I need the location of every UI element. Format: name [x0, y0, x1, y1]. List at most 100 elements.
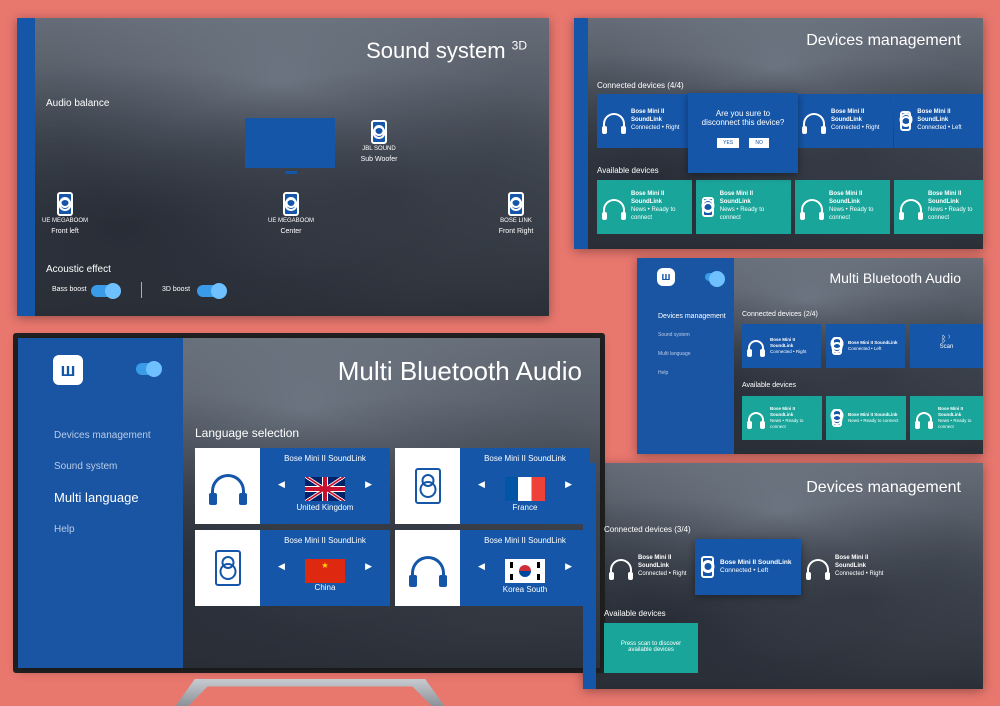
prev-arrow-icon[interactable]: ◀	[478, 479, 485, 489]
device-status: Connected • Left	[917, 124, 962, 131]
speaker-position: Front left	[51, 228, 79, 235]
menu-sound-system[interactable]: Sound system	[658, 332, 690, 338]
scan-button[interactable]: ᛒ⁾ Scan	[910, 324, 983, 368]
disconnect-dialog: Are you sure to disconnect this device? …	[688, 93, 798, 173]
scan-prompt-card: Press scan to discover available devices	[604, 623, 698, 673]
menu-help[interactable]: Help	[54, 524, 75, 535]
headphones-icon	[802, 113, 826, 134]
device-name: Bose Mini II SoundLink	[848, 340, 898, 346]
language-panel: Bose Mini II SoundLink ◀ ★ ▶ China	[260, 530, 390, 606]
menu-help[interactable]: Help	[658, 370, 669, 376]
speaker-center[interactable]: UE MEGABOOM Center	[267, 192, 315, 235]
available-devices-label: Available devices	[742, 382, 796, 389]
speaker-sub-woofer[interactable]: JBL SOUND Sub Woofer	[357, 120, 401, 163]
next-arrow-icon[interactable]: ▶	[565, 479, 572, 489]
prev-arrow-icon[interactable]: ◀	[278, 479, 285, 489]
devices-management-title: Devices management	[806, 32, 961, 49]
language-card[interactable]: Bose Mini II SoundLink ◀ ▶ Korea South	[395, 530, 590, 606]
menu-devices-management[interactable]: Devices management	[54, 430, 151, 441]
speaker-icon	[832, 409, 842, 427]
menu-sound-system[interactable]: Sound system	[54, 461, 118, 472]
app-logo: ш	[53, 355, 83, 385]
speaker-icon	[832, 337, 842, 355]
device-status: News • Ready to connect	[719, 207, 765, 221]
sidebar: ш Devices management Sound system Multi …	[637, 258, 734, 454]
prev-arrow-icon[interactable]: ◀	[278, 561, 285, 571]
devices-management-screen-a: Devices management Connected devices (4/…	[574, 18, 983, 249]
no-button[interactable]: NO	[749, 138, 769, 148]
china-flag-icon: ★	[305, 559, 345, 583]
france-flag-icon	[505, 477, 545, 501]
next-arrow-icon[interactable]: ▶	[565, 561, 572, 571]
3d-boost-toggle[interactable]	[197, 283, 227, 299]
next-arrow-icon[interactable]: ▶	[365, 479, 372, 489]
headphones-icon	[899, 199, 923, 220]
language-card[interactable]: Bose Mini II SoundLink ◀ ★ ▶ China	[195, 530, 390, 606]
device-status: News • Ready to connect	[631, 207, 676, 221]
next-arrow-icon[interactable]: ▶	[365, 561, 372, 571]
speaker-icon	[371, 120, 387, 144]
device-status: News • Ready to connect	[928, 207, 973, 221]
device-status: News • Ready to connect	[770, 418, 804, 429]
3d-boost-label: 3D boost	[162, 286, 191, 293]
tv-placeholder	[245, 118, 335, 168]
device-name: Bose Mini II SoundLink	[835, 555, 869, 570]
scan-label: Scan	[939, 344, 954, 350]
speaker-icon	[283, 192, 299, 216]
speaker-icon	[702, 197, 714, 217]
language-card[interactable]: Bose Mini II SoundLink ◀ ▶ France	[395, 448, 590, 524]
device-status: Connected • Left	[720, 567, 769, 574]
prev-arrow-icon[interactable]: ◀	[478, 561, 485, 571]
device-icon-box	[395, 448, 460, 524]
menu-multi-language[interactable]: Multi language	[658, 351, 691, 357]
device-status: Connected • Right	[835, 570, 884, 577]
bluetooth-toggle[interactable]	[136, 361, 162, 377]
device-name: Bose Mini II SoundLink	[938, 406, 964, 418]
device-status: Connected • Right	[638, 570, 687, 577]
device-name: Bose Mini II SoundLink	[917, 109, 951, 124]
headphones-icon	[208, 474, 247, 505]
speaker-front-right[interactable]: BOSE LINK Front Right	[492, 192, 540, 235]
device-name: Bose Mini II SoundLink	[928, 191, 962, 206]
speaker-position: Center	[280, 228, 302, 235]
devices-management-title: Devices management	[806, 479, 961, 496]
language-card[interactable]: Bose Mini II SoundLink ◀ ▶ United Kingdo…	[195, 448, 390, 524]
screen-edge	[574, 18, 588, 249]
bluetooth-toggle[interactable]	[705, 271, 725, 287]
connected-devices-label: Connected devices (3/4)	[604, 525, 691, 534]
menu-devices-management[interactable]: Devices management	[658, 313, 726, 320]
device-name: Bose Mini II SoundLink	[720, 558, 792, 566]
bass-boost-toggle[interactable]	[91, 283, 121, 299]
speaker-position: Sub Woofer	[360, 156, 398, 163]
yes-button[interactable]: YES	[717, 138, 740, 148]
speaker-icon	[508, 192, 524, 216]
divider	[141, 282, 142, 298]
available-devices-label: Available devices	[597, 166, 659, 175]
language-selection-label: Language selection	[195, 426, 300, 440]
speaker-front-left[interactable]: UE MEGABOOM Front left	[41, 192, 89, 235]
menu-multi-language[interactable]: Multi language	[54, 490, 139, 505]
device-status: Connected • Right	[770, 348, 807, 354]
sound-system-screen: Sound system 3D Audio balance JBL SOUND …	[17, 18, 549, 316]
screen-edge	[583, 463, 596, 689]
uk-flag-icon	[305, 477, 345, 501]
speaker-name: UE MEGABOOM	[267, 218, 314, 224]
country-name: United Kingdom	[296, 503, 354, 512]
multi-bluetooth-small-screen: ш Devices management Sound system Multi …	[637, 258, 983, 454]
device-name: Bose Mini II SoundLink	[631, 191, 665, 206]
